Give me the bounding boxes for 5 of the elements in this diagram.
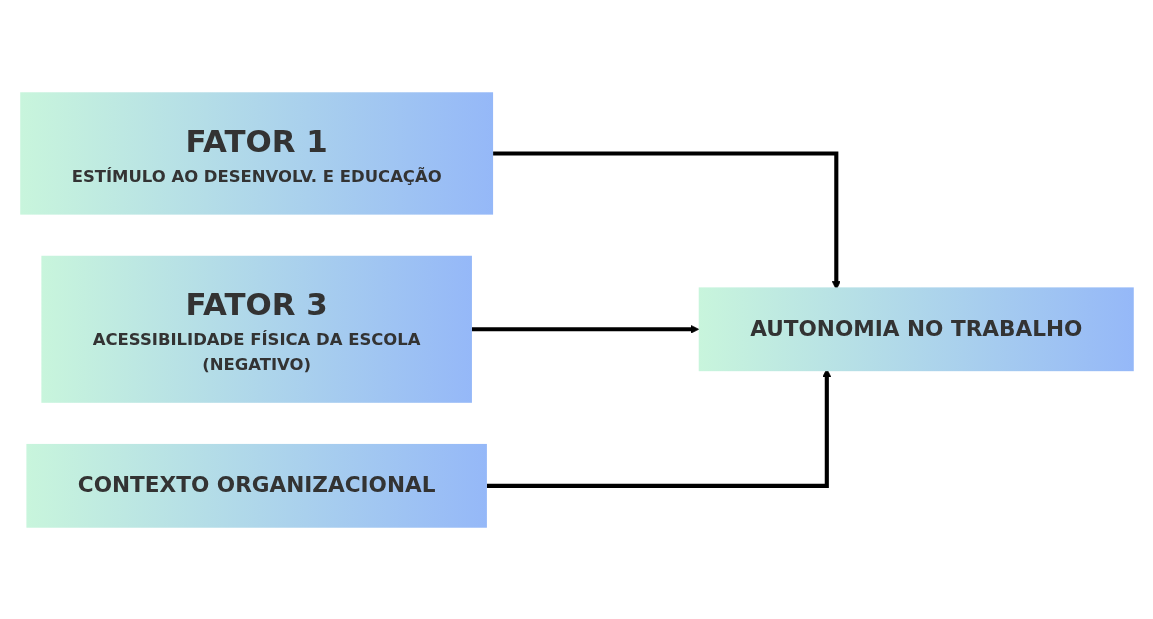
node-box: FATOR 1 ESTÍMULO AO DESENVOLV. E EDUCAÇÃO: [19, 91, 493, 215]
node-box: AUTONOMIA NO TRABALHO: [698, 286, 1134, 371]
arrow: [471, 324, 699, 334]
node-box: CONTEXTO ORGANIZACIONAL: [25, 443, 487, 528]
node-box: FATOR 3 ACESSIBILIDADE FÍSICA DA ESCOLA (NEGATIVO): [40, 255, 472, 403]
